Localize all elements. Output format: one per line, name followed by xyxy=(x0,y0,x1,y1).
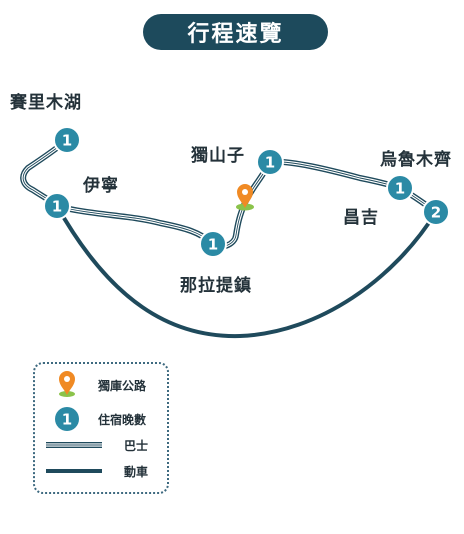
badge-number: 1 xyxy=(395,180,405,198)
legend-label-bus: 巴士 xyxy=(124,439,149,453)
legend-map-pin-icon xyxy=(59,371,75,397)
page-title-text: 行程速覽 xyxy=(187,22,284,47)
map-pin-icon xyxy=(236,184,254,211)
stop-badge-changji: 1 xyxy=(386,174,414,202)
place-label-changji: 昌吉 xyxy=(343,208,379,228)
place-label-wulumuqi: 烏魯木齊 xyxy=(380,150,452,170)
badge-number: 1 xyxy=(52,198,62,216)
stop-badge-sailimu: 1 xyxy=(53,126,81,154)
stop-badge-wulumuqi: 2 xyxy=(422,198,450,226)
badge-number: 1 xyxy=(265,154,275,172)
legend-label-nights: 住宿晚數 xyxy=(98,413,147,427)
legend-label-highway: 獨庫公路 xyxy=(98,379,147,393)
place-label-duzishan: 獨山子 xyxy=(191,146,245,166)
place-label-nalati: 那拉提鎮 xyxy=(180,276,252,296)
legend-badge-number: 1 xyxy=(62,411,72,429)
legend-label-train: 動車 xyxy=(124,465,149,479)
place-label-yining: 伊寧 xyxy=(83,176,119,196)
train-route xyxy=(55,204,438,339)
stop-badge-duzishan: 1 xyxy=(256,148,284,176)
stop-badge-nalati: 1 xyxy=(199,230,227,258)
badge-number: 1 xyxy=(62,132,72,150)
page-title: 行程速覽 xyxy=(143,14,328,50)
legend-night-badge-icon: 1 xyxy=(55,407,79,431)
badge-number: 2 xyxy=(431,204,441,222)
place-label-sailimu: 賽里木湖 xyxy=(10,93,82,113)
legend-box xyxy=(33,362,169,494)
badge-number: 1 xyxy=(208,236,218,254)
stop-badge-yining: 1 xyxy=(43,192,71,220)
